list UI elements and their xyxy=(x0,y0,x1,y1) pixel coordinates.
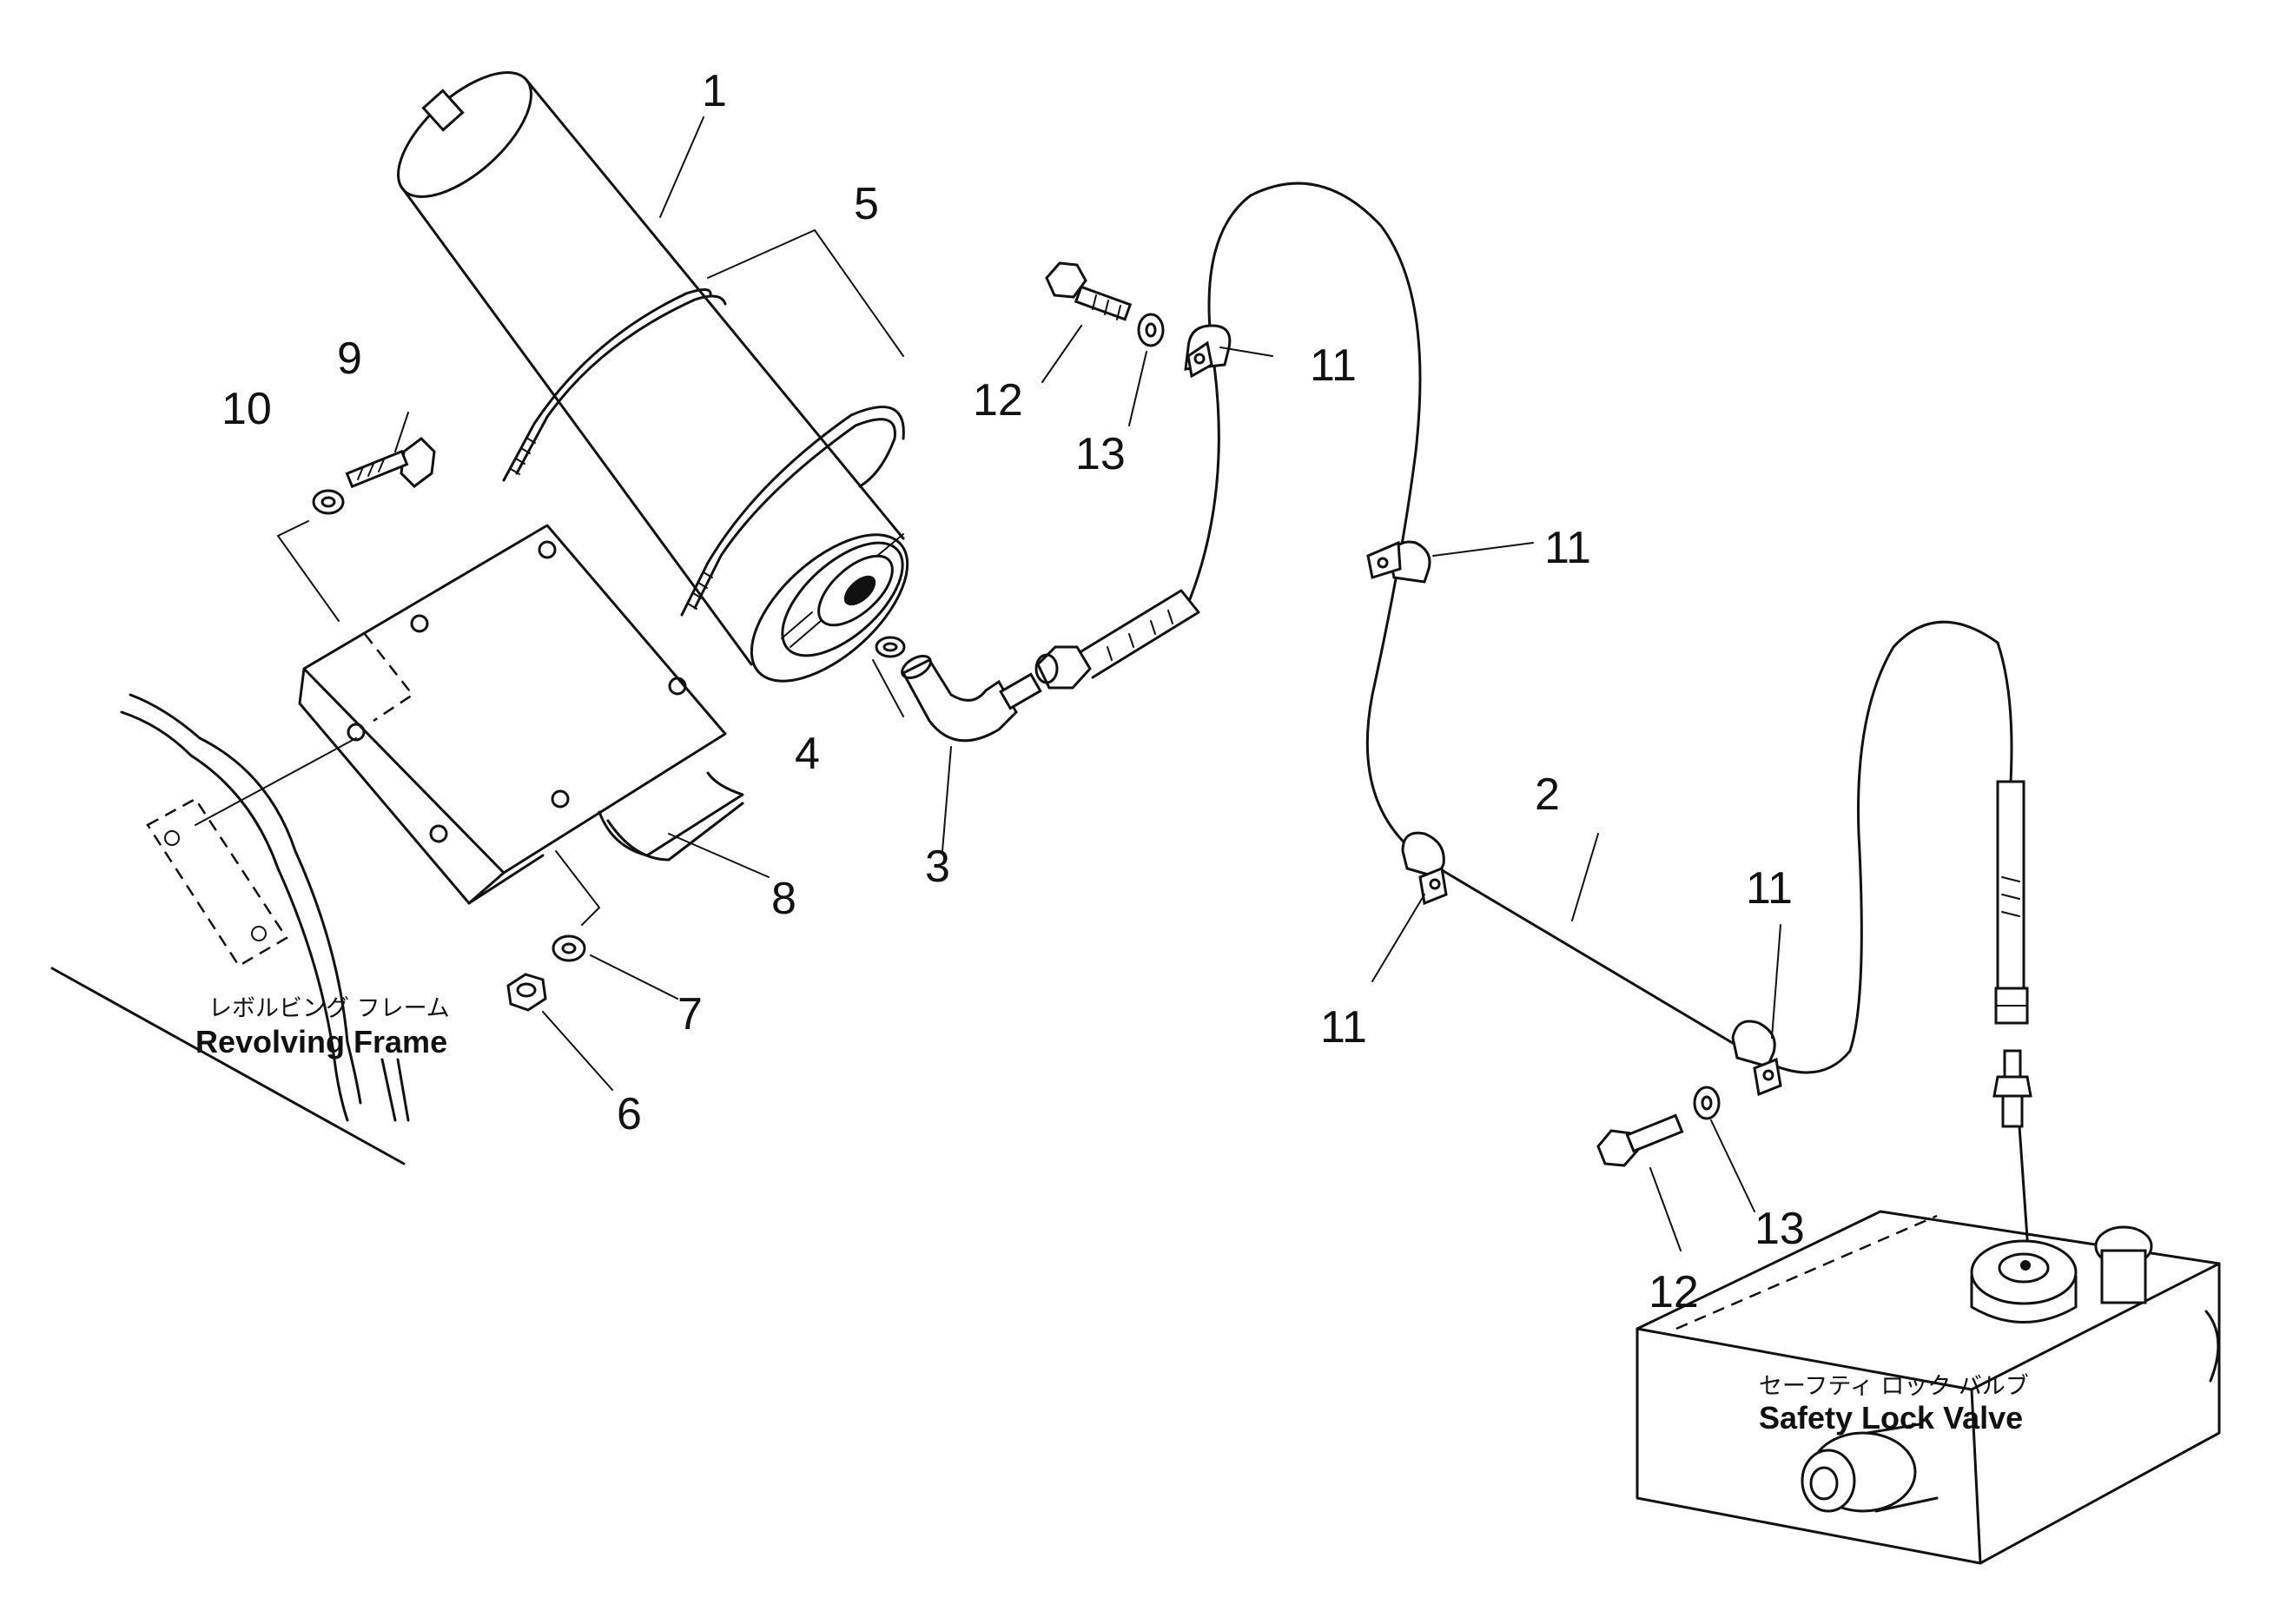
callout-1: 1 xyxy=(702,66,727,116)
u-bolt-threads xyxy=(510,437,713,610)
callout-11-a: 11 xyxy=(1310,340,1357,391)
nut-part-6 xyxy=(506,973,547,1012)
hose-nut xyxy=(1034,589,1200,690)
mounting-bracket xyxy=(298,524,744,905)
callout-9: 9 xyxy=(337,333,362,384)
revolving-frame-label-en: Revolving Frame xyxy=(195,1024,447,1060)
callout-11-c: 11 xyxy=(1320,1002,1367,1053)
washer-part-7 xyxy=(552,850,601,962)
revolving-frame-label-jp: レボルビング フレーム xyxy=(208,995,450,1022)
callout-3: 3 xyxy=(925,842,950,892)
callout-13-a: 13 xyxy=(1075,429,1126,479)
bolt-part-9 xyxy=(345,437,436,489)
callout-10: 10 xyxy=(221,384,272,434)
callout-labels: 1 2 3 4 5 6 7 8 9 10 11 11 11 11 12 12 1… xyxy=(221,66,1805,1317)
bolt-part-12-bottom xyxy=(1596,1113,1684,1167)
u-bolt-bands xyxy=(502,228,905,617)
revolving-frame-outline xyxy=(50,693,410,1165)
washer-part-13-bottom xyxy=(1693,1086,1721,1120)
o-ring-part-4 xyxy=(875,636,906,658)
clamp-part-11-b xyxy=(1366,540,1431,584)
callout-5: 5 xyxy=(854,179,879,229)
callout-11-b: 11 xyxy=(1544,523,1591,573)
safety-lock-valve-label-en: Safety Lock Valve xyxy=(1759,1400,2023,1436)
clamp-part-11-d xyxy=(1731,1020,1782,1097)
callout-12-a: 12 xyxy=(973,375,1023,426)
callout-4: 4 xyxy=(795,729,820,779)
clamp-part-11-c xyxy=(1401,831,1448,906)
callout-6: 6 xyxy=(617,1089,642,1139)
safety-lock-valve xyxy=(1635,1210,2221,1565)
leader-lines xyxy=(394,116,1781,1251)
component-labels: レボルビング フレーム Revolving Frame セーフティ ロック バル… xyxy=(195,995,2029,1436)
clamp-part-11-a xyxy=(1184,324,1232,379)
callout-7: 7 xyxy=(677,989,703,1040)
callout-8: 8 xyxy=(771,874,796,924)
callout-2: 2 xyxy=(1535,769,1560,820)
washer-part-10 xyxy=(277,489,345,622)
accumulator-cylinder xyxy=(397,71,909,683)
washer-part-13-top xyxy=(1137,313,1165,347)
bolt-part-12-top xyxy=(1045,261,1133,321)
callout-11-d: 11 xyxy=(1746,863,1793,914)
elbow-fitting-part-3 xyxy=(901,655,1042,743)
callout-13-b: 13 xyxy=(1754,1204,1805,1254)
callout-12-b: 12 xyxy=(1649,1267,1699,1317)
safety-lock-valve-label-jp: セーフティ ロック バルブ xyxy=(1759,1373,2029,1400)
